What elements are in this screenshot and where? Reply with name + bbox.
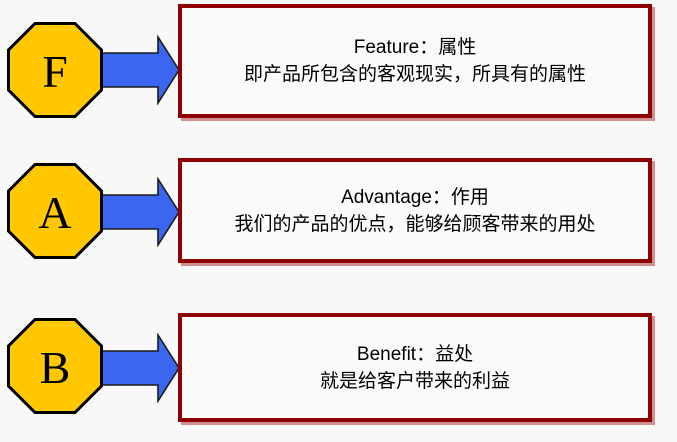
feature-box: Feature：属性 即产品所包含的客观现实，所具有的属性 — [178, 4, 652, 118]
right-arrow-icon — [96, 177, 180, 247]
octagon-letter: B — [39, 341, 71, 393]
advantage-box: Advantage：作用 我们的产品的优点，能够给顾客带来的用处 — [178, 158, 652, 263]
octagon-f: F — [7, 22, 103, 118]
octagon-letter: A — [38, 186, 72, 238]
octagon-b: B — [7, 318, 103, 414]
octagon-shape-icon — [7, 22, 103, 118]
box-title: Feature：属性 — [353, 37, 477, 58]
right-arrow-icon — [96, 35, 180, 105]
octagon-shape-icon — [7, 163, 103, 259]
octagon-a: A — [7, 163, 103, 259]
box-title: Benefit：益处 — [356, 343, 474, 365]
octagon-letter: F — [42, 45, 68, 97]
box-desc: 我们的产品的优点，能够给顾客带来的用处 — [234, 213, 596, 235]
right-arrow-icon — [96, 333, 180, 403]
octagon-shape-icon — [7, 318, 103, 414]
box-desc: 即产品所包含的客观现实，所具有的属性 — [243, 64, 586, 85]
benefit-box: Benefit：益处 就是给客户带来的利益 — [178, 313, 652, 422]
box-title: Advantage：作用 — [341, 186, 489, 208]
box-desc: 就是给客户带来的利益 — [319, 370, 510, 392]
